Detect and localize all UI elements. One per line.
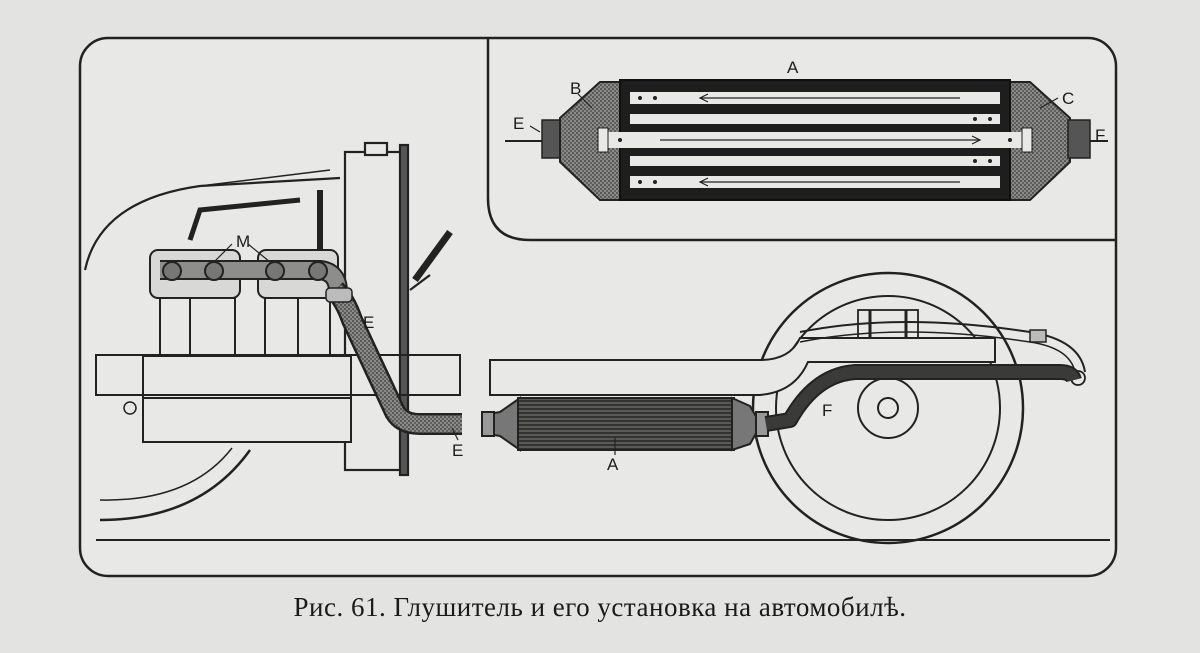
muffler-cross-section (505, 79, 1108, 201)
rear-wheel (751, 271, 1025, 545)
muffler (481, 396, 769, 452)
car-body (83, 141, 453, 477)
front-frame-rail (95, 354, 461, 396)
inset-label-c: C (1062, 89, 1074, 108)
pipe-label-e-upper: E (363, 313, 374, 332)
inset-label-b: B (570, 79, 581, 98)
engine-label-m: M (236, 232, 250, 251)
rear-frame-rail (489, 337, 996, 396)
inset-box (486, 38, 1116, 242)
muffler-label-a: A (607, 455, 619, 474)
inset-label-e: E (513, 114, 524, 133)
figure-caption: Рис. 61. Глушитель и его установка на ав… (293, 592, 907, 622)
inset-label-f: F (1095, 126, 1105, 145)
inset-label-a: A (787, 58, 799, 77)
tailpipe-label-f: F (822, 401, 832, 420)
front-wheel (99, 449, 252, 522)
pipe-label-e-lower: E (452, 441, 463, 460)
